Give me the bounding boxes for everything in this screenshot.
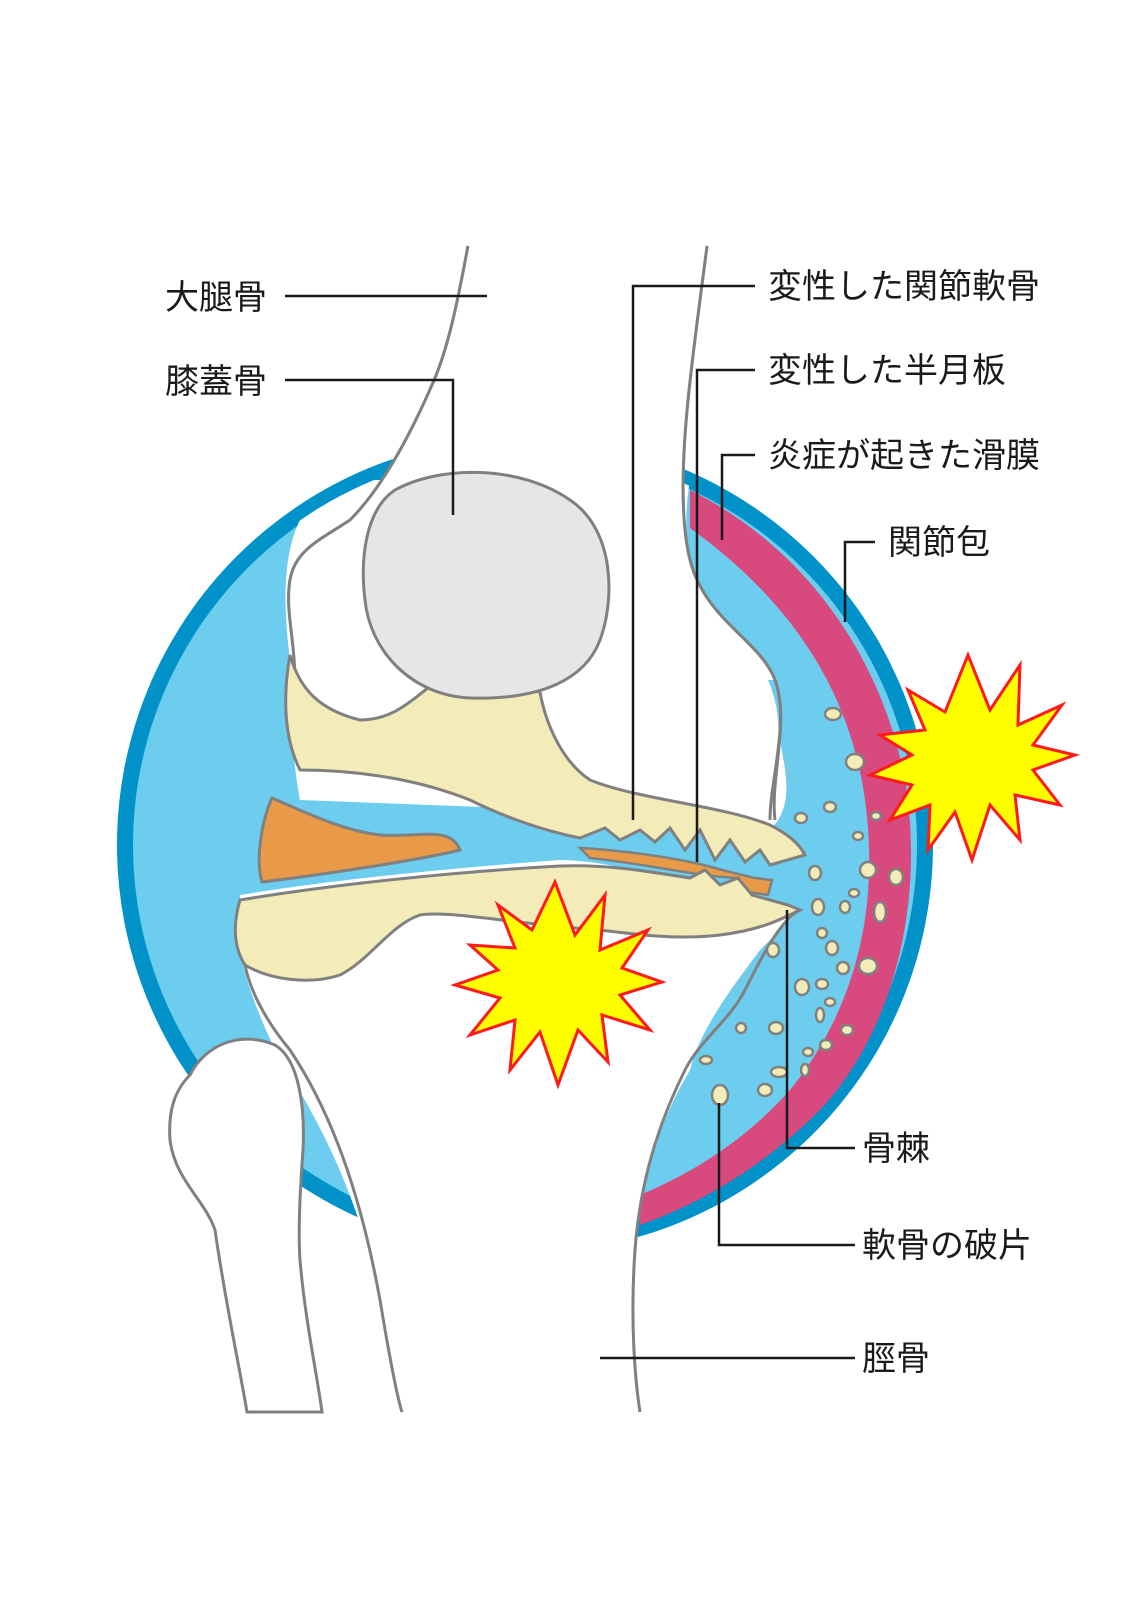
leader-inflamed-synovium xyxy=(720,453,755,540)
patella xyxy=(361,470,611,700)
leader-patella xyxy=(285,378,455,515)
label-femur: 大腿骨 xyxy=(165,278,267,318)
inflamed-synovium xyxy=(640,490,912,1225)
label-tibia: 脛骨 xyxy=(862,1339,930,1379)
label-osteophyte: 骨棘 xyxy=(862,1129,930,1169)
label-joint-capsule: 関節包 xyxy=(888,523,990,563)
tibial-cartilage xyxy=(233,864,804,982)
leader-osteophyte xyxy=(785,910,855,1150)
cartilage-fragments xyxy=(698,706,905,1107)
label-degenerated-meniscus: 変性した半月板 xyxy=(768,351,1006,391)
fibula xyxy=(168,1037,324,1414)
femoral-cartilage xyxy=(284,654,808,867)
label-inflamed-synovium: 炎症が起きた滑膜 xyxy=(768,436,1040,476)
leader-degenerated-cartilage xyxy=(631,284,755,820)
meniscus-right-fragment xyxy=(576,846,774,897)
pain-burst-right xyxy=(865,650,1081,865)
leader-cartilage-fragments xyxy=(717,1103,855,1247)
label-patella: 膝蓋骨 xyxy=(165,362,267,402)
tibia-fill xyxy=(240,860,800,1412)
meniscus xyxy=(257,796,463,884)
label-degenerated-cartilage: 変性した関節軟骨 xyxy=(768,267,1040,307)
leader-degenerated-meniscus xyxy=(695,368,755,862)
label-cartilage-fragments: 軟骨の破片 xyxy=(862,1226,1032,1266)
pain-burst-left xyxy=(450,878,667,1090)
leader-joint-capsule xyxy=(843,540,875,622)
